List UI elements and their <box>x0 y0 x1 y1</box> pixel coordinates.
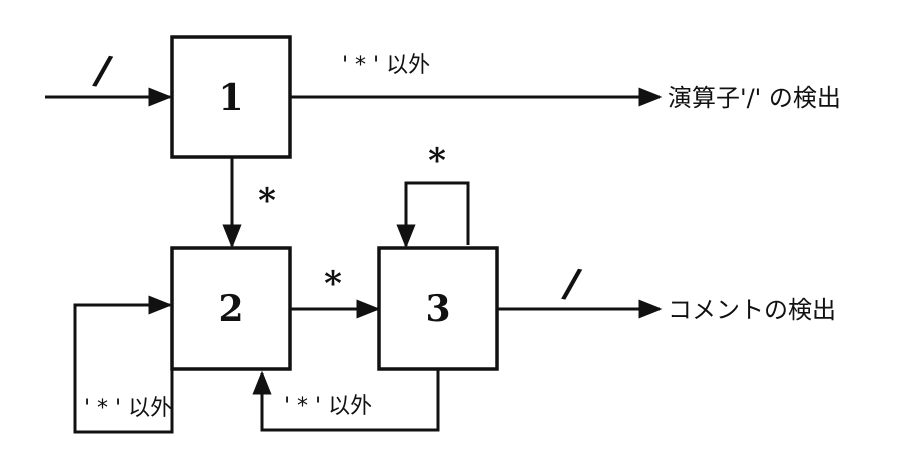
state-1-box <box>170 35 292 159</box>
state-3-label: 3 <box>425 288 450 330</box>
comment-output-label: コメントの検出 <box>668 296 836 324</box>
star-symbol-2-to-3: * <box>324 264 342 304</box>
star-symbol-1-to-2: * <box>258 181 276 221</box>
not-star-label-3-to-2: ' * ' 以外 <box>284 394 372 419</box>
edge-3-to-2 <box>252 369 440 432</box>
state-3-box <box>377 246 499 371</box>
star-symbol-3-loop: * <box>428 141 446 181</box>
edge-3-self-loop <box>396 181 470 249</box>
edge-2-self-loop <box>73 295 174 434</box>
slash-symbol-3-out: / <box>560 259 584 308</box>
not-star-label-1: ' * ' 以外 <box>342 53 430 78</box>
not-star-label-2-loop: ' * ' 以外 <box>84 396 172 421</box>
state-1-label: 1 <box>218 77 243 119</box>
state-2-label: 2 <box>218 288 243 330</box>
state-2-box <box>170 246 292 371</box>
slash-symbol-entry: / <box>91 46 115 95</box>
division-operator-output-label: 演算子'/' の検出 <box>668 84 841 112</box>
